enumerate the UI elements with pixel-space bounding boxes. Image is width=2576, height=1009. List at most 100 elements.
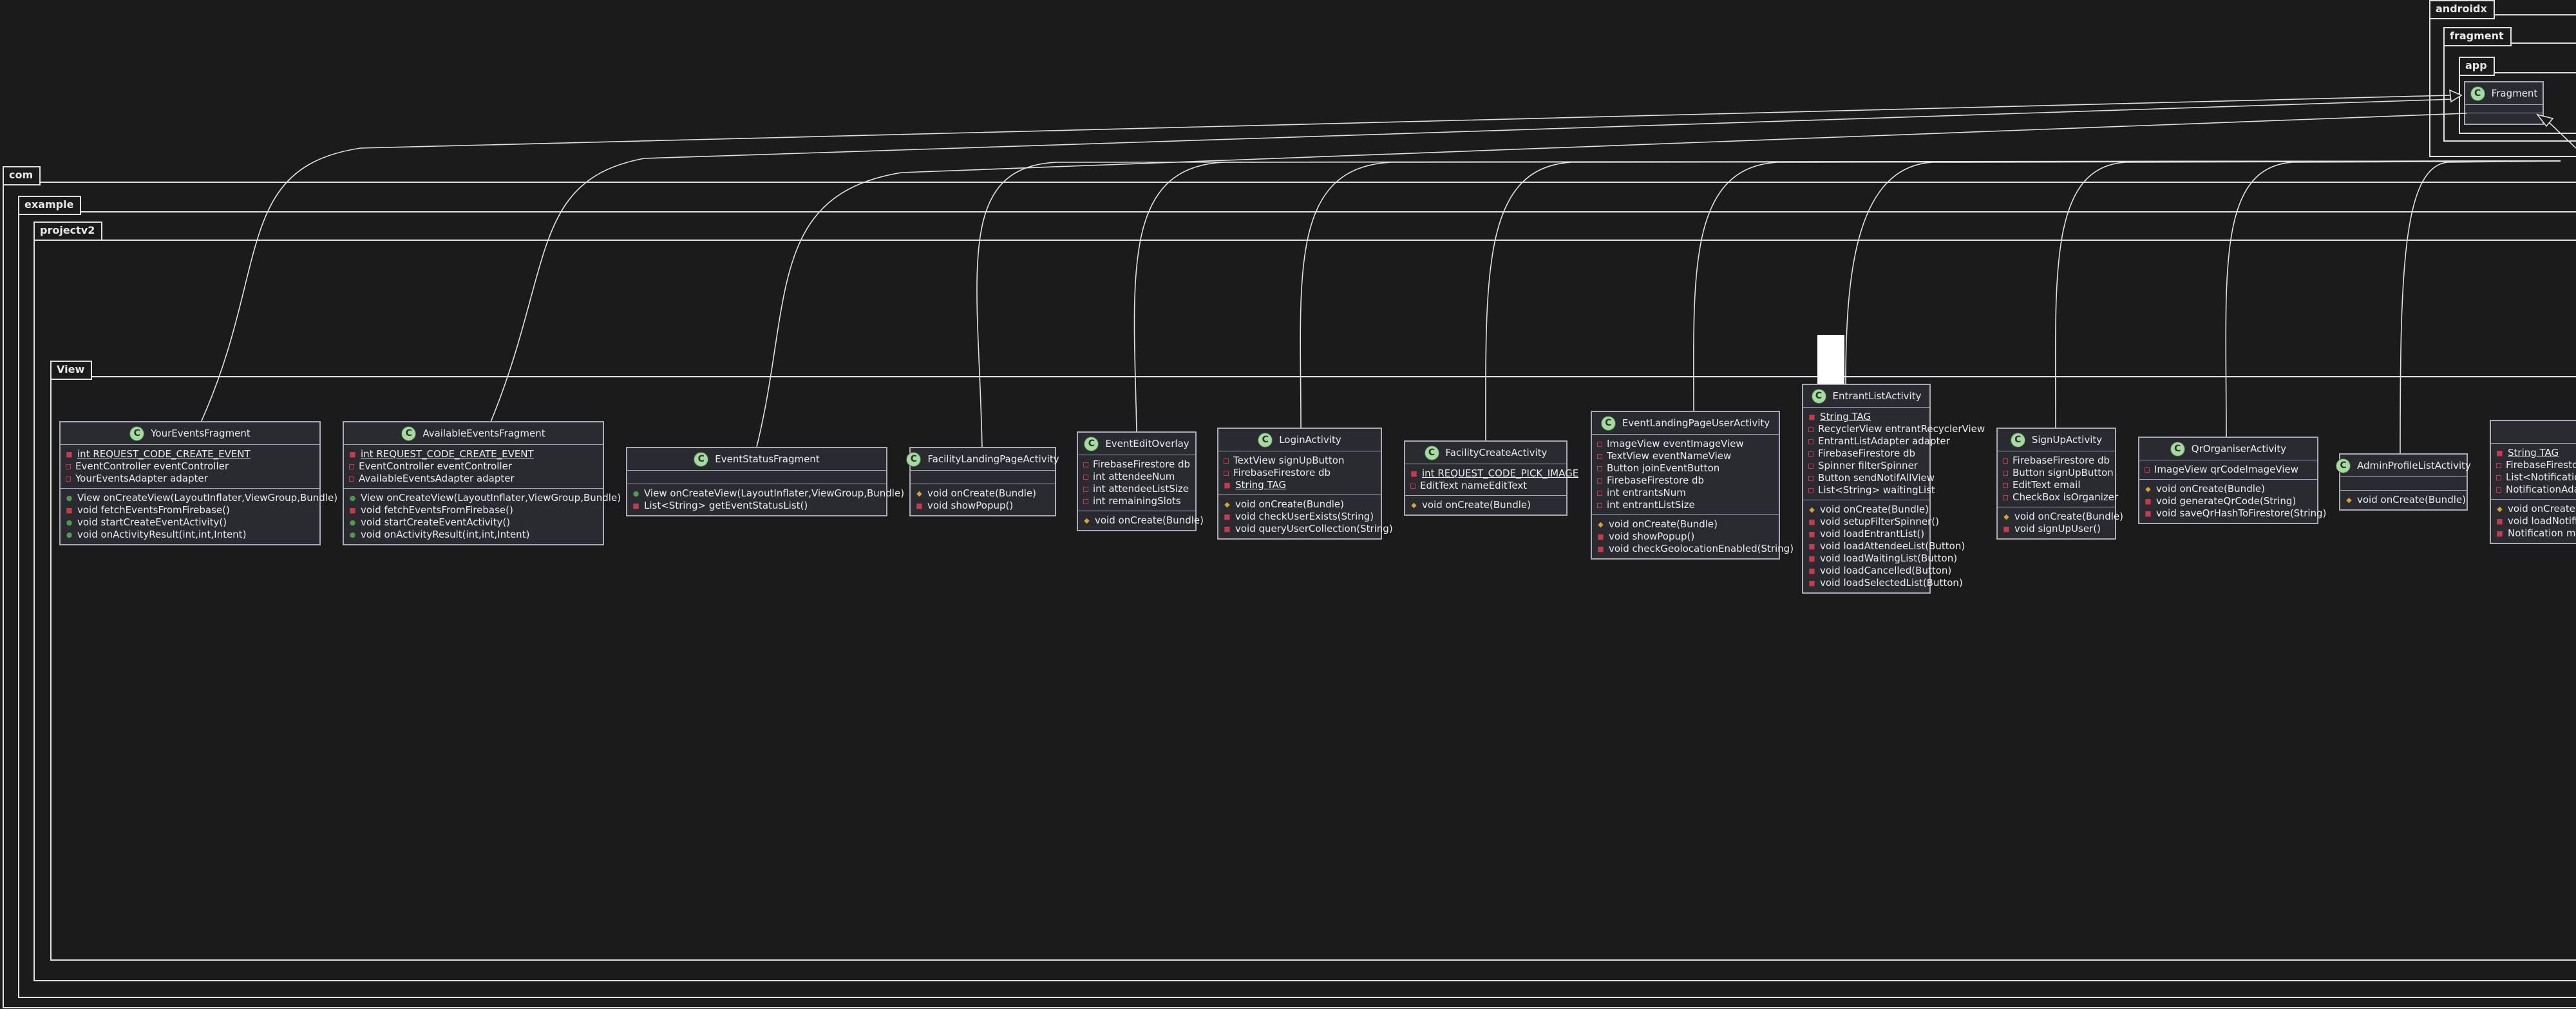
class-field: FirebaseFirestore db <box>1597 475 1774 487</box>
class-method: ■void showPopup() <box>1597 531 1774 543</box>
protected-visibility-icon: ◆ <box>2145 485 2151 493</box>
class-field: Button signUpButton <box>2003 467 2114 479</box>
member-text: void onCreate(Bundle) <box>1820 504 1929 515</box>
class-name: FacilityCreateActivity <box>1445 446 1548 458</box>
public-visibility-icon: ● <box>66 531 73 539</box>
class-availableeventsfragment[interactable]: C AvailableEventsFragment ■int REQUEST_COD… <box>343 421 621 545</box>
private-visibility-icon <box>1808 487 1814 493</box>
inheritance-arrowhead <box>2449 89 2463 103</box>
class-name: EventStatusFragment <box>715 453 820 465</box>
member-text: TextView eventNameView <box>1607 450 1732 462</box>
public-visibility-icon: ● <box>349 494 356 502</box>
fragment-to-right-line <box>2548 122 2576 149</box>
class-c-icon: C <box>2010 432 2025 448</box>
class-methods: ● View onCreateView(LayoutInflater,ViewGr… <box>61 489 337 544</box>
class-methods: ◆void onCreate(Bundle)■void signUpUser() <box>1998 507 2123 538</box>
class-field: int entrantsNum <box>1597 487 1774 499</box>
private-visibility-icon: ■ <box>1410 469 1417 478</box>
member-text: EditText nameEditText <box>1420 480 1528 491</box>
class-field: TextView signUpButton <box>1224 455 1376 467</box>
class-method: ■void setupFilterSpinner() <box>1808 516 1939 528</box>
member-text: void onCreate(Bundle) <box>2357 494 2466 505</box>
class-method: ■void fetchEventsFromFirebase() <box>66 504 314 516</box>
member-text: FirebaseFirestore db <box>1093 458 1191 470</box>
member-text: void onCreate(B <box>2508 503 2576 514</box>
class-method: ■void showPopup() <box>916 500 1050 512</box>
member-text: int entrantListSize <box>1607 499 1695 511</box>
private-visibility-icon <box>349 476 354 482</box>
class-field: int remainingSlots <box>1083 495 1190 507</box>
class-fields <box>911 471 1055 484</box>
private-visibility-icon <box>1597 466 1602 471</box>
class-field: ■String TAG <box>1224 479 1376 491</box>
class-method: ■void loadCancelled(Button) <box>1808 565 1951 577</box>
private-visibility-icon <box>1808 451 1814 457</box>
class-field: int attendeeListSize <box>1083 483 1190 495</box>
private-visibility-icon: ■ <box>1808 579 1815 587</box>
class-field: YourEventsAdapter adapter <box>66 473 314 485</box>
arrow-line-signup <box>2054 160 2561 428</box>
class-method: ●void startCreateEventActivity() <box>349 516 598 529</box>
member-text: void showPopup() <box>927 500 1014 511</box>
private-visibility-icon: ■ <box>1224 481 1231 489</box>
class-method: ◆void onCreate(Bundle) <box>2003 511 2123 523</box>
class-header <box>2491 421 2576 444</box>
private-visibility-icon: ■ <box>2145 509 2152 518</box>
class-method: ■void checkGeolocationEnabled(String) <box>1597 543 1794 555</box>
class-field: int attendeeNum <box>1083 471 1190 483</box>
arrow-line-entrantlist <box>1845 160 2561 386</box>
member-text: int REQUEST_CODE_CREATE_EVENT <box>77 448 251 460</box>
class-method: ◆void onCreate(Bundle) <box>1083 514 1204 527</box>
private-visibility-icon <box>349 464 354 469</box>
member-text: void checkUserExists(String) <box>1235 511 1374 522</box>
class-field: ■int REQUEST_CODE_CREATE_EVENT <box>349 448 598 460</box>
class-methods: ◆void onCreate(Bundle)■void generateQrCo… <box>2139 480 2326 523</box>
class-field: FirebaseFirestore db <box>2003 455 2110 467</box>
private-visibility-icon <box>2496 462 2501 468</box>
private-visibility-icon <box>1083 462 1088 467</box>
member-text: NotificationAdap <box>2506 484 2576 495</box>
class-name: AvailableEventsFragment <box>422 427 545 439</box>
class-field: NotificationAdap <box>2496 484 2576 496</box>
private-visibility-icon <box>1808 475 1814 481</box>
private-visibility-icon: ■ <box>349 450 356 458</box>
package-com-label: com <box>3 166 41 185</box>
member-text: void onActivityResult(int,int,Intent) <box>77 529 247 540</box>
inheritance-line-eventstatusfragment <box>756 113 2467 448</box>
class-fragment[interactable]: C Fragment <box>2464 81 2544 125</box>
package-example <box>18 211 2576 998</box>
member-text: void fetchEventsFromFirebase() <box>77 504 230 516</box>
class-c-icon: C <box>401 426 417 441</box>
class-method: ■void saveQrHashToFirestore(String) <box>2145 507 2326 520</box>
private-visibility-icon: ■ <box>1808 554 1815 563</box>
class-c-icon: C <box>1258 432 1273 448</box>
class-fields <box>2340 477 2467 491</box>
package-app-label: app <box>2459 57 2495 76</box>
member-text: View onCreateView(LayoutInflater,ViewGro… <box>77 492 338 504</box>
private-visibility-icon <box>66 464 71 469</box>
class-methods: ◆void onCreate(Bundle)■void showPopup()■… <box>1592 515 1794 558</box>
member-text: EventController eventController <box>75 460 229 472</box>
class-method: ●void onActivityResult(int,int,Intent) <box>349 529 598 541</box>
private-visibility-icon: ■ <box>2496 529 2503 538</box>
member-text: AvailableEventsAdapter adapter <box>359 473 515 484</box>
private-visibility-icon: ■ <box>1808 542 1815 551</box>
